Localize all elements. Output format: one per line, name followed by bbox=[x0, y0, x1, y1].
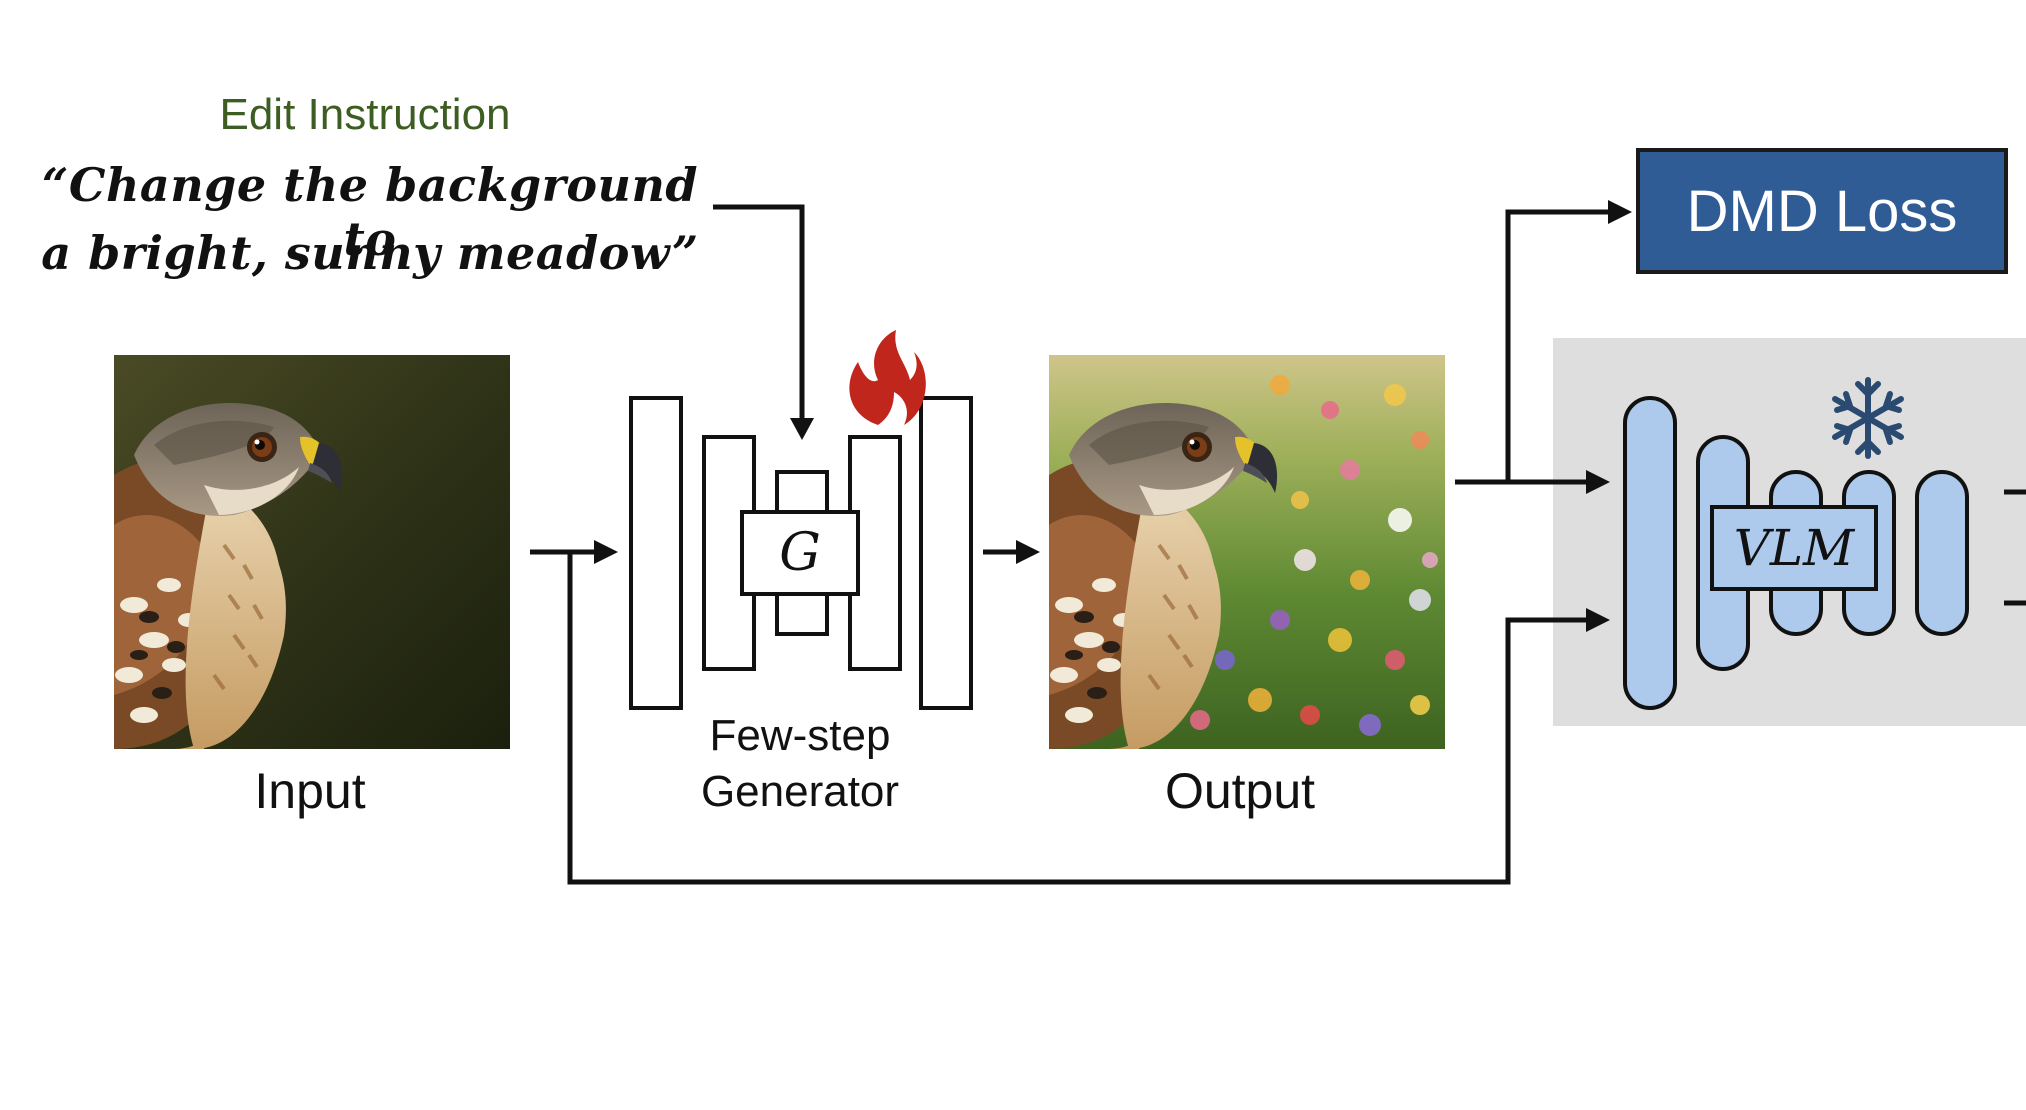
dmd-loss-box: DMD Loss bbox=[1636, 148, 2008, 274]
connectors bbox=[530, 204, 2026, 885]
vlm-label: VLM bbox=[1733, 519, 1855, 577]
vlm-encoder bbox=[1623, 396, 1969, 710]
generator-caption-line2: Generator bbox=[700, 767, 900, 816]
edit-instruction-quote-line2: a bright, sunny meadow” bbox=[41, 226, 699, 280]
output-image bbox=[1049, 355, 1445, 749]
input-image bbox=[114, 355, 510, 749]
dmd-loss-label: DMD Loss bbox=[1686, 178, 1958, 244]
edit-instruction-title: Edit Instruction bbox=[219, 90, 511, 139]
generator-caption: Few-step Generator bbox=[650, 708, 950, 820]
generator-caption-line1: Few-step bbox=[709, 711, 891, 760]
input-caption: Input bbox=[254, 763, 366, 819]
output-caption: Output bbox=[1164, 763, 1316, 819]
fire-icon bbox=[849, 330, 926, 425]
edit-instruction-quote-line1: “Change the background to bbox=[41, 158, 699, 266]
few-step-generator bbox=[629, 396, 973, 710]
generator-symbol: G bbox=[779, 523, 821, 583]
arrowheads bbox=[594, 200, 1632, 632]
snowflake-icon bbox=[1832, 377, 1904, 459]
